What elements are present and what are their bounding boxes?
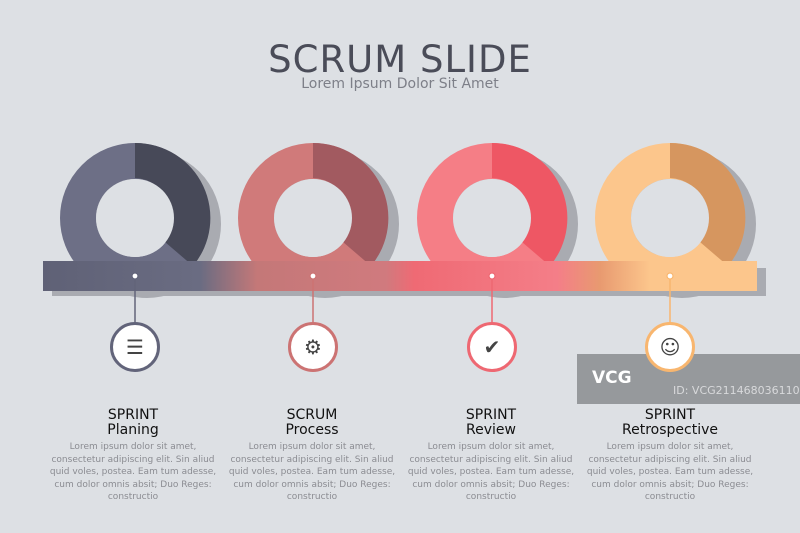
ring-3 xyxy=(417,142,578,298)
watermark-logo: VCG xyxy=(592,368,632,388)
step-body: Lorem ipsum dolor sit amet, consectetur … xyxy=(586,442,754,503)
step-title-line2: Retrospective xyxy=(622,422,718,438)
gear-icon: ⚙ xyxy=(304,335,322,359)
step-title-line1: SCRUM xyxy=(286,407,338,423)
pin-3 xyxy=(488,272,496,323)
timeline-bar xyxy=(43,261,757,291)
clipboard-check-icon: ✔ xyxy=(483,335,501,359)
step-title-line1: SPRINT xyxy=(644,407,696,423)
pin-4 xyxy=(666,272,674,323)
step-sprint-planing: SPRINT Planing Lorem ipsum dolor sit ame… xyxy=(48,408,218,504)
page-subtitle: Lorem Ipsum Dolor Sit Amet xyxy=(301,76,499,92)
step-title-line2: Planing xyxy=(107,422,159,438)
step-sprint-retrospective: SPRINT Retrospective Lorem ipsum dolor s… xyxy=(585,408,755,504)
ring-2 xyxy=(238,142,399,298)
checklist-icon: ☰ xyxy=(126,335,144,359)
person-idea-icon: ☺ xyxy=(659,335,681,359)
ring-1 xyxy=(60,142,221,298)
step-title-line2: Process xyxy=(285,422,339,438)
pin-2 xyxy=(309,272,317,323)
gear-badge: ⚙ xyxy=(288,322,338,372)
step-title-line2: Review xyxy=(466,422,516,438)
ring-4 xyxy=(595,142,756,298)
pin-1 xyxy=(131,272,139,323)
page-title: SCRUM SLIDE xyxy=(268,38,532,81)
person-idea-badge: ☺ xyxy=(645,322,695,372)
clipboard-check-badge: ✔ xyxy=(467,322,517,372)
step-body: Lorem ipsum dolor sit amet, consectetur … xyxy=(407,442,575,503)
step-body: Lorem ipsum dolor sit amet, consectetur … xyxy=(228,442,396,503)
step-title-line1: SPRINT xyxy=(107,407,159,423)
step-sprint-review: SPRINT Review Lorem ipsum dolor sit amet… xyxy=(406,408,576,504)
watermark-id: ID: VCG211468036110 xyxy=(673,384,800,397)
step-title-line1: SPRINT xyxy=(465,407,517,423)
step-body: Lorem ipsum dolor sit amet, consectetur … xyxy=(49,442,217,503)
step-scrum-process: SCRUM Process Lorem ipsum dolor sit amet… xyxy=(227,408,397,504)
checklist-badge: ☰ xyxy=(110,322,160,372)
